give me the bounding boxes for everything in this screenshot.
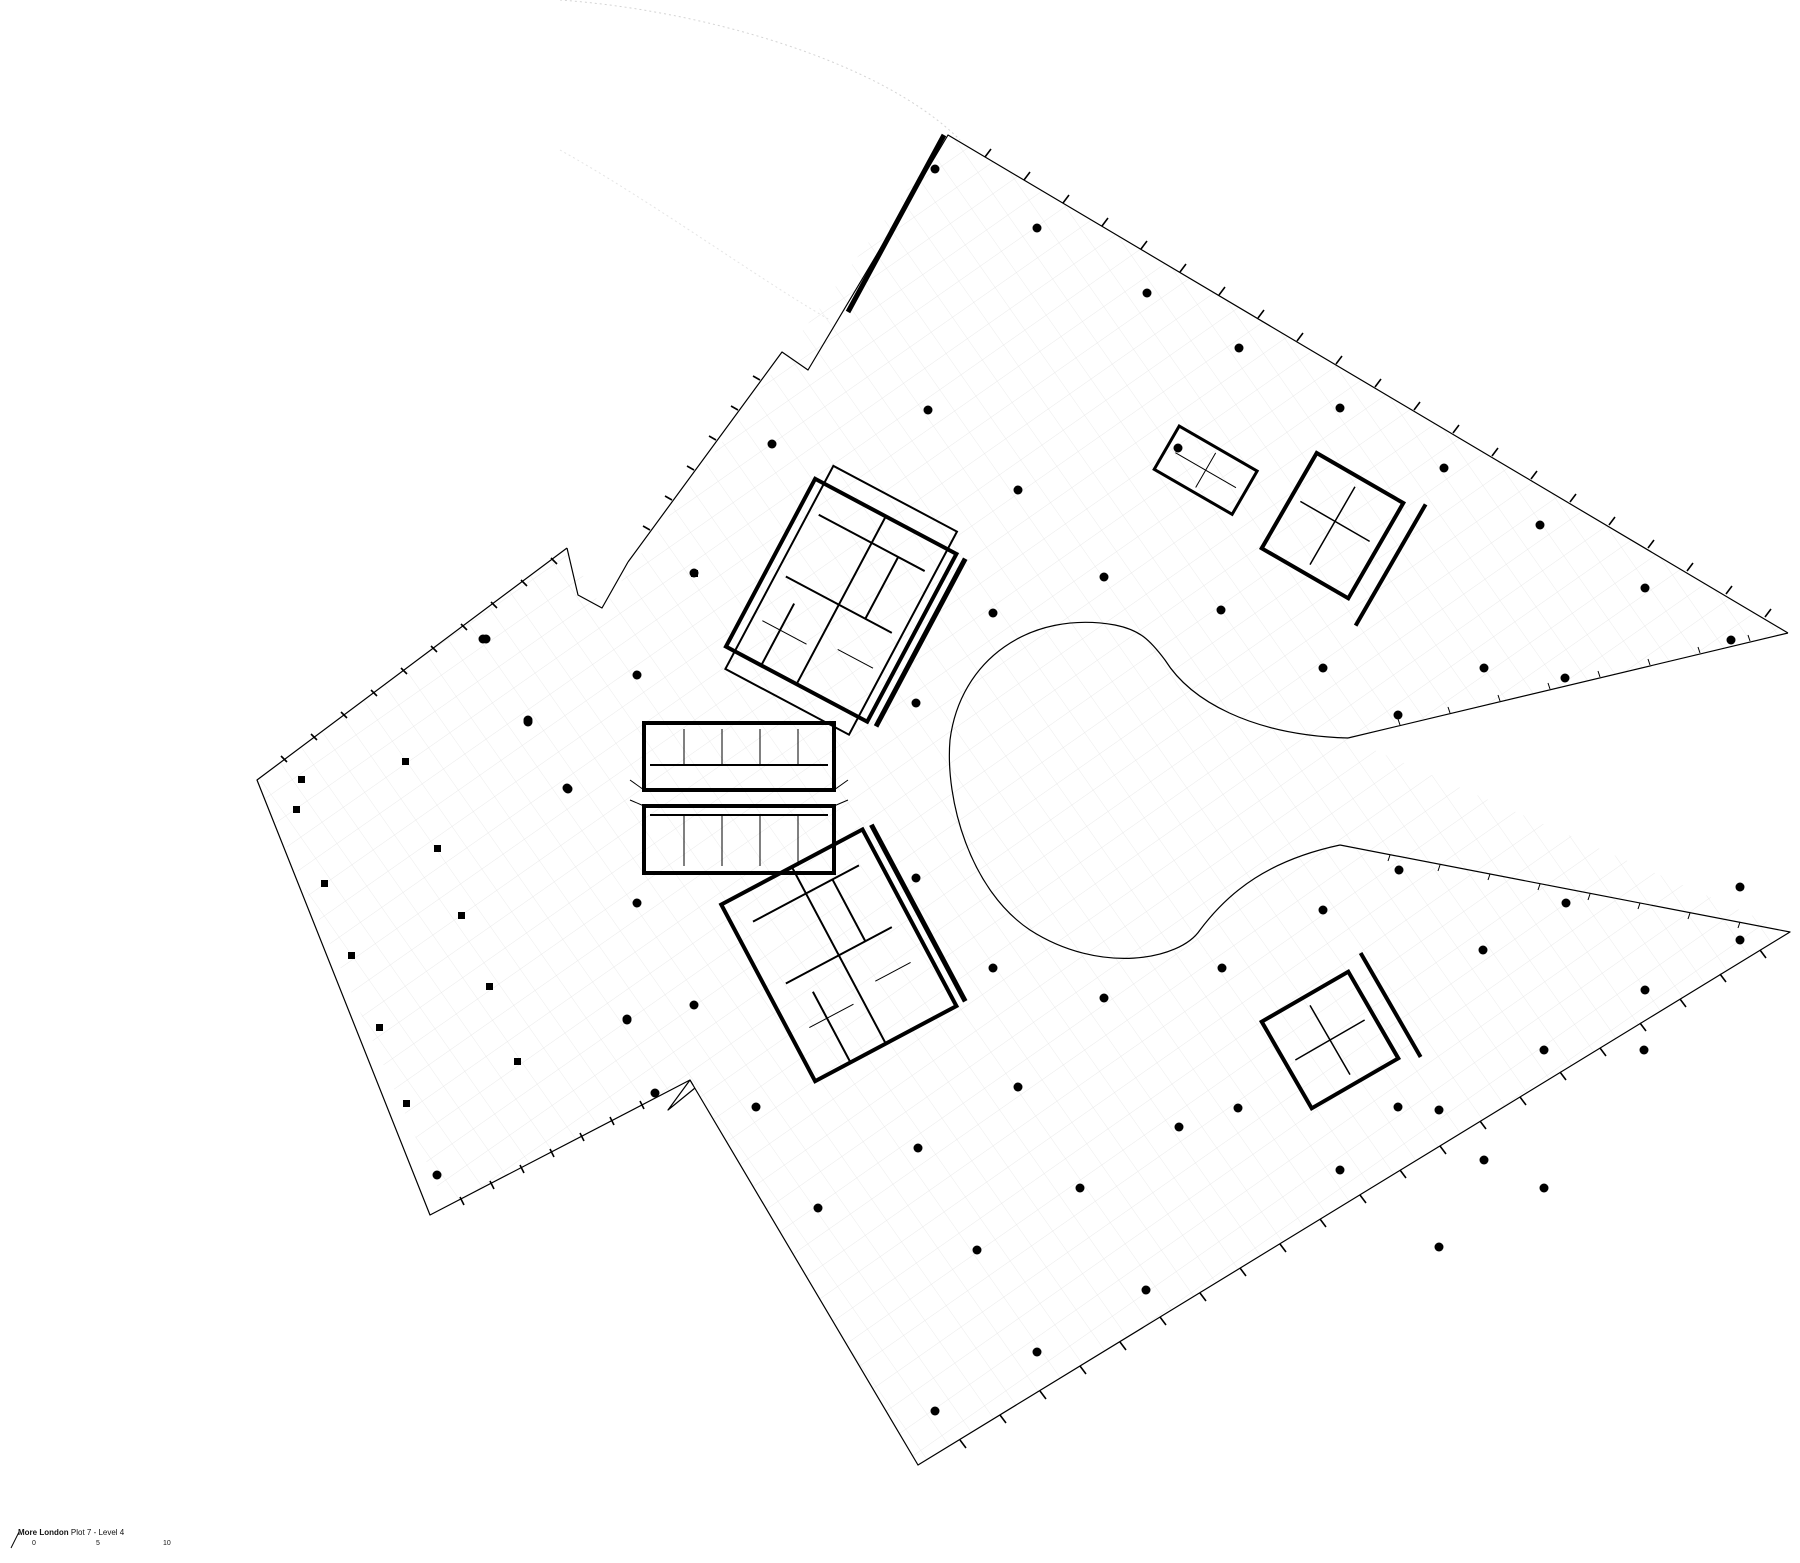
north-facade — [627, 134, 1789, 634]
south-east-service-core — [1258, 952, 1423, 1112]
sheet-title: Plot 7 - Level 4 — [70, 1528, 125, 1537]
south-east-inner-edge — [689, 844, 1791, 1466]
scale-label-5: 5 — [96, 1540, 100, 1547]
cores — [629, 423, 1428, 1112]
site-boundary-arc-2 — [559, 149, 831, 321]
square-columns — [293, 570, 698, 1107]
facade-outline — [256, 134, 1791, 1466]
scale-label-10: 10 — [163, 1540, 171, 1547]
project-name: More London — [18, 1528, 69, 1537]
inner-edge-ticks — [1387, 634, 1751, 929]
central-lift-core — [629, 721, 849, 875]
south-west-core — [718, 823, 968, 1084]
north-arrow-icon — [8, 1530, 22, 1550]
west-wing-notch-bottom — [667, 1079, 696, 1111]
north-east-service-core — [1258, 450, 1428, 627]
north-east-stair-core — [1152, 423, 1260, 517]
scale-bar: 0 5 10 — [32, 1540, 172, 1552]
title-block: More London Plot 7 - Level 4 — [18, 1528, 124, 1538]
columns — [481, 164, 1745, 1416]
west-wing-notch-top — [566, 547, 629, 609]
courtyard-edge — [948, 621, 1349, 959]
scale-label-0: 0 — [32, 1540, 36, 1547]
north-wall-solid — [845, 133, 947, 314]
site-boundary-arc — [559, 0, 961, 141]
north-east-inner-edge — [1347, 632, 1789, 739]
north-west-core — [723, 464, 968, 737]
round-columns-west — [432, 634, 632, 1180]
facade-fins — [280, 148, 1772, 1449]
